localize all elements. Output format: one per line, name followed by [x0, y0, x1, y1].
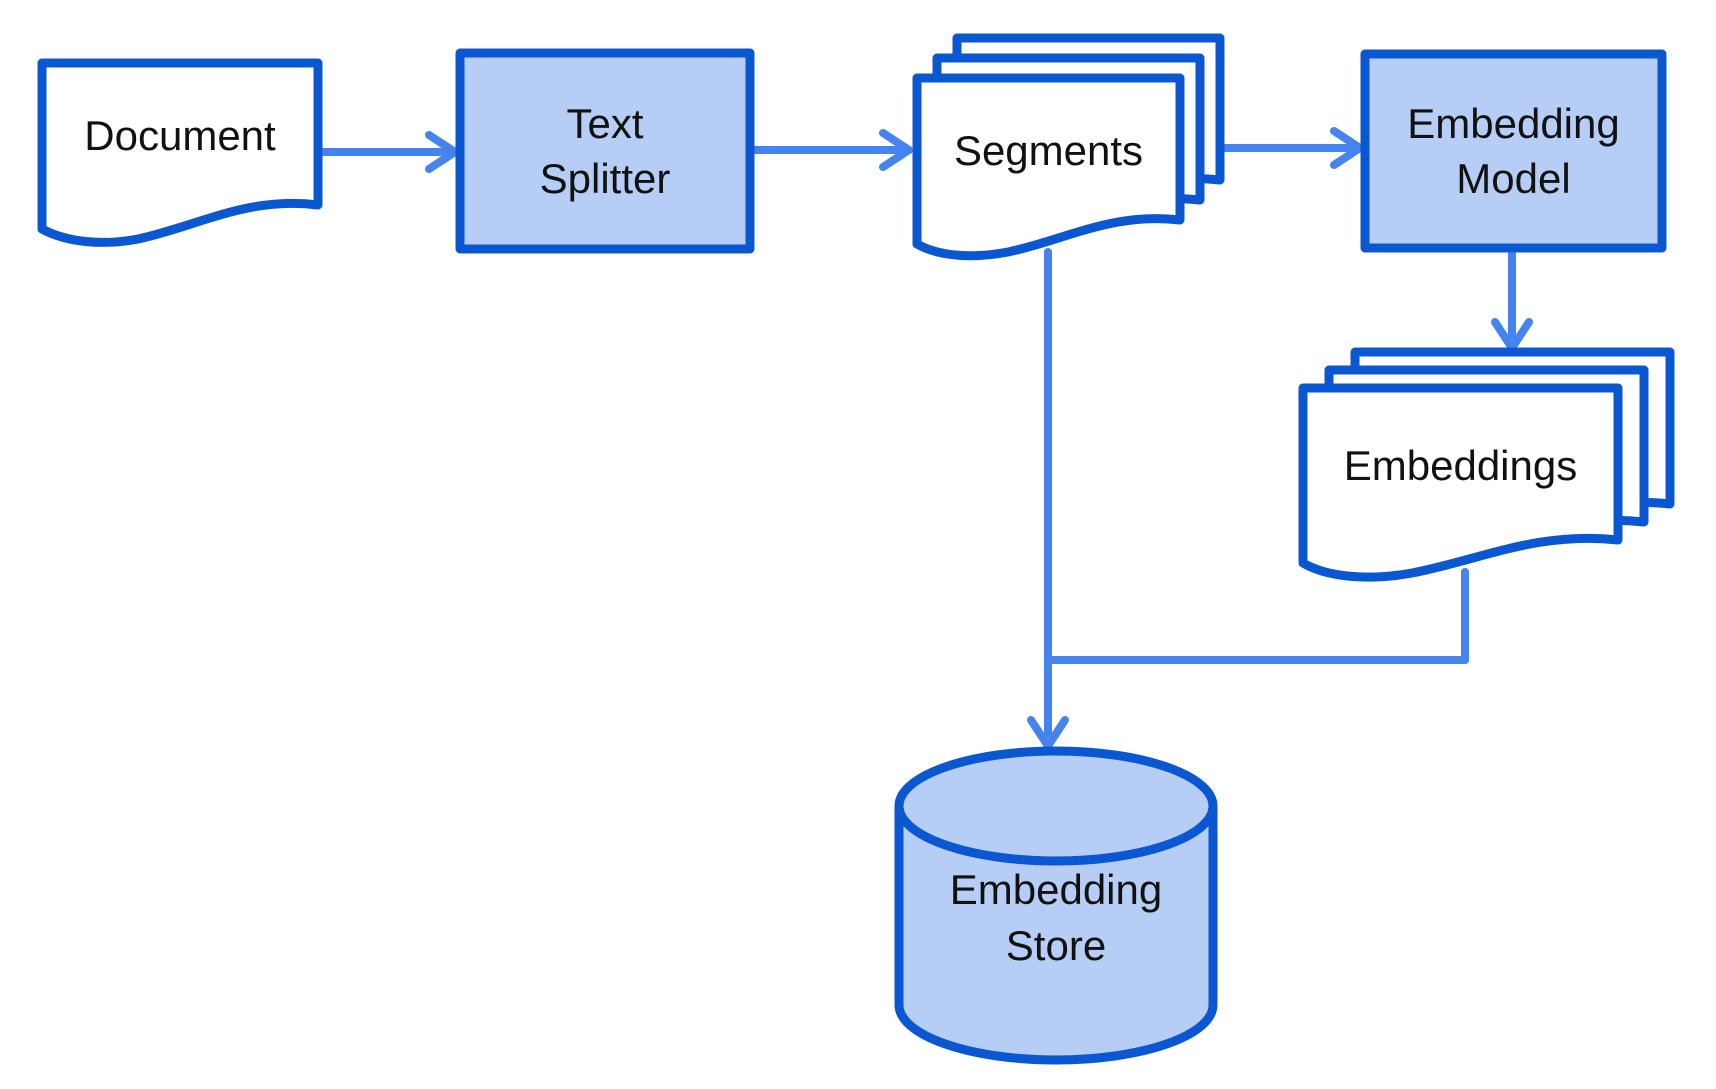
embeddings-node-shape — [1298, 347, 1675, 582]
arrowhead-icon — [879, 129, 913, 171]
segments-sheet-front — [912, 73, 1185, 261]
edge-segments-to-embedding-store — [1027, 248, 1069, 750]
embedding-model-node-shape — [1360, 49, 1667, 253]
cylinder-top — [894, 746, 1218, 866]
embeddings-sheet-front — [1298, 383, 1623, 582]
document-node-shape — [37, 58, 323, 247]
arrowhead-icon — [1027, 716, 1069, 750]
edge-document-to-text-splitter — [314, 131, 459, 173]
edge-embedding-model-to-embeddings — [1491, 244, 1533, 352]
edge-segments-to-embedding-model — [1216, 127, 1364, 169]
cylinder-body — [894, 806, 1218, 1065]
edge-text-splitter-to-segments — [746, 129, 913, 171]
text-splitter-node-shape — [455, 48, 755, 254]
edge-embeddings-to-junction — [1044, 568, 1469, 664]
arrowhead-icon — [425, 131, 459, 173]
embedding-store-node-shape — [894, 746, 1218, 1065]
segments-node-shape — [912, 33, 1225, 261]
arrowhead-icon — [1330, 127, 1364, 169]
